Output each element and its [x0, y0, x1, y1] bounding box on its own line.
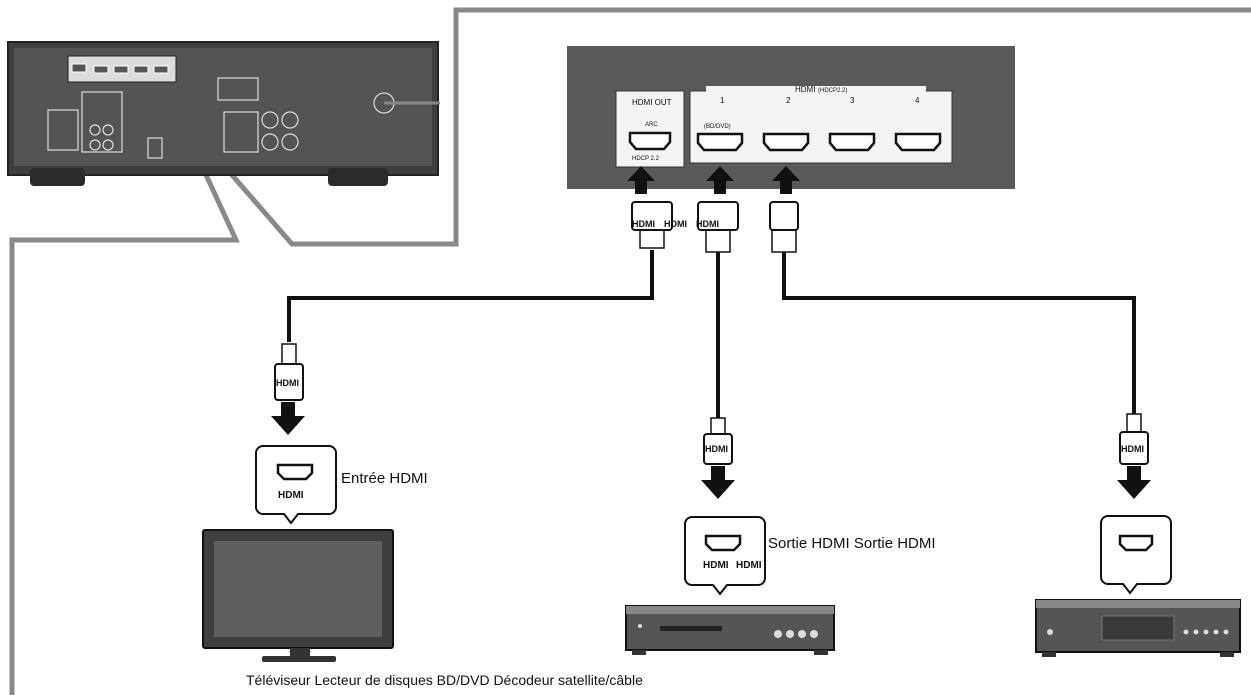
plug-label-sat: HDMI	[1121, 444, 1144, 454]
device-names-caption: Téléviseur Lecteur de disques BD/DVD Déc…	[246, 672, 643, 688]
tv-callout-label: HDMI	[278, 490, 304, 501]
arc-label: ARC	[645, 122, 658, 128]
input-number-4: 4	[915, 96, 920, 105]
hdmi-output-labels: Sortie HDMI Sortie HDMI	[768, 535, 936, 552]
plugs-bottom: HDMI HDMI HDMI	[274, 343, 1149, 465]
arrows-down	[271, 402, 1151, 499]
bd-callout-label-2: HDMI	[736, 560, 762, 571]
plug-label-2: HDMI	[664, 219, 687, 229]
sat-hdmi-callout	[1100, 515, 1172, 595]
hdmi-out-label: HDMI OUT	[632, 98, 672, 107]
receiver-rear-panel	[7, 41, 440, 186]
input-number-1: 1	[720, 96, 725, 105]
plug-label-1: HDMI	[632, 219, 655, 229]
bd-player-device-icon	[625, 605, 835, 655]
plug-label-3: HDMI	[696, 219, 719, 229]
plug-label-bd: HDMI	[705, 444, 728, 454]
hdmi-group-label: HDMI	[795, 85, 815, 94]
plugs-top: HDMI HDMI HDMI	[631, 201, 799, 253]
cable-plug-tv-top	[631, 201, 673, 249]
bd-callout-label-1: HDMI	[703, 560, 729, 571]
tv-device-icon	[202, 529, 394, 662]
receiver-hdmi-ports	[71, 63, 169, 74]
hdmi-cables	[287, 250, 1136, 418]
hdmi-input-label: Entrée HDMI	[341, 470, 428, 487]
hdcp-label: HDCP 2.2	[632, 156, 660, 162]
bd-hdmi-callout: HDMI HDMI	[684, 516, 766, 596]
decoder-device-icon	[1035, 599, 1241, 657]
hdcp-group-note: (HDCP2.2)	[818, 88, 847, 94]
hdmi-out-port	[628, 131, 672, 151]
hdmi-panel-closeup: HDMI OUT ARC HDCP 2.2 HDMI (HDCP2.2) 1 2…	[567, 46, 1015, 189]
input1-sublabel: (BD/DVD)	[704, 124, 731, 130]
arrows-up	[627, 166, 800, 194]
hdmi-input-ports	[696, 132, 942, 152]
tv-hdmi-callout: HDMI	[255, 445, 337, 525]
cable-plug-sat-top	[769, 201, 799, 253]
cable-plug-bd-top	[697, 201, 739, 253]
input-number-3: 3	[850, 96, 855, 105]
input-number-2: 2	[786, 96, 791, 105]
plug-label-tv: HDMI	[276, 378, 299, 388]
